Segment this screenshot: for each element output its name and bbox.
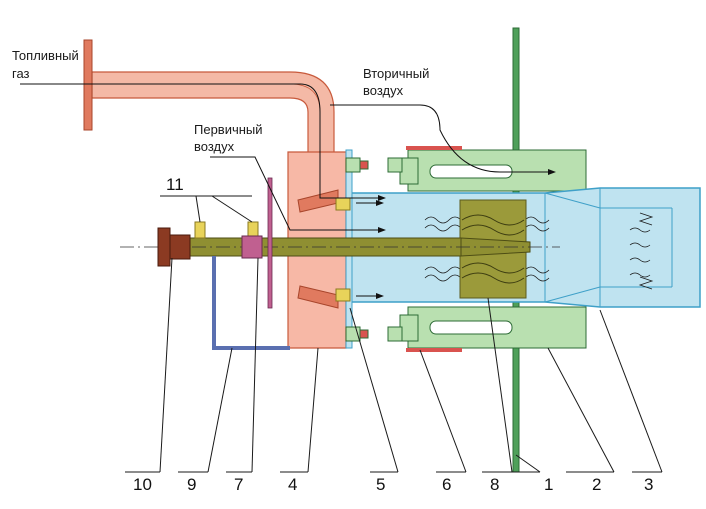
lance-clamp — [241, 235, 263, 259]
primary-air-tube — [212, 256, 290, 350]
callout-8: 8 — [490, 475, 499, 494]
callout-11: 11 — [166, 175, 184, 194]
callout-9: 9 — [187, 475, 196, 494]
callout-10: 10 — [133, 475, 152, 494]
fuel-gas-label-line2: газ — [12, 66, 30, 81]
callout-11-leader-b — [211, 195, 253, 223]
callout-2: 2 — [592, 475, 601, 494]
secondary-air-label-line2: воздух — [363, 83, 404, 98]
callout-1: 1 — [544, 475, 553, 494]
callout-5: 5 — [376, 475, 385, 494]
callout-11-leader-a — [195, 195, 201, 223]
flame-swirls — [424, 212, 654, 290]
primary-air-label-line2: воздух — [194, 139, 235, 154]
gas-jet-top — [335, 197, 351, 211]
callout-leaders — [125, 257, 663, 473]
secondary-air-housing — [399, 146, 587, 352]
fuel-gas-label-line1: Топливный — [12, 48, 79, 63]
clamp-rod — [267, 177, 273, 309]
callout-7: 7 — [234, 475, 243, 494]
lance-end-cap — [157, 227, 191, 267]
flow-lines — [20, 83, 556, 299]
primary-air-label-line1: Первичный — [194, 122, 263, 137]
callout-3: 3 — [644, 475, 653, 494]
gas-flange — [83, 39, 93, 131]
secondary-air-label-line1: Вторичный — [363, 66, 429, 81]
callout-4: 4 — [288, 475, 297, 494]
gas-jet-bottom — [335, 288, 351, 302]
callout-6: 6 — [442, 475, 451, 494]
